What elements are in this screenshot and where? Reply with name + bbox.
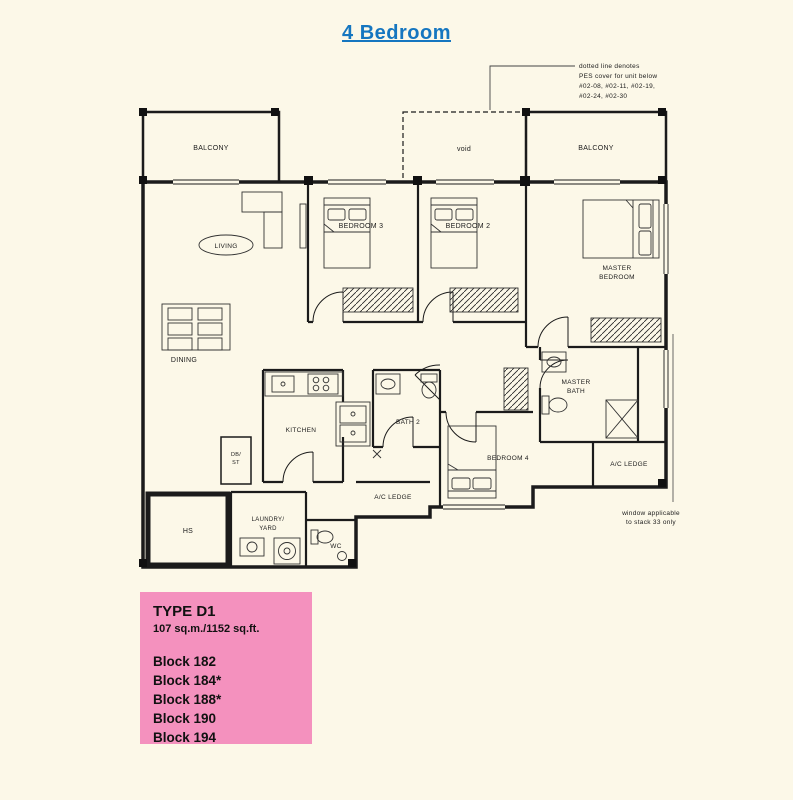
room-label-balcony-left: BALCONY — [193, 145, 229, 152]
washer-glyph — [239, 537, 301, 565]
block-list: Block 182 Block 184* Block 188* Block 19… — [153, 652, 312, 747]
room-label-bath2: BATH 2 — [396, 419, 420, 426]
pes-note-leader — [489, 65, 575, 110]
bedroom4-window — [443, 504, 505, 510]
window-note-line1: window applicable — [621, 510, 680, 517]
room-label-dining: DINING — [171, 357, 197, 364]
room-label-ac-ledge-center: A/C LEDGE — [374, 494, 412, 501]
room-labels: BALCONY void BALCONY LIVING DINING BEDRO… — [171, 145, 648, 550]
pes-note-line2: PES cover for unit below — [579, 73, 657, 80]
furniture — [161, 191, 662, 565]
master-bedroom-door — [537, 316, 569, 348]
master-bath-fixtures — [541, 351, 639, 439]
room-label-master-bedroom-1: MASTER — [603, 265, 632, 272]
bed-glyph-bedroom3 — [323, 197, 371, 269]
bed-glyph-master — [582, 199, 660, 259]
room-label-laundry-1: LAUNDRY/ — [252, 517, 285, 523]
bedroom2-window — [436, 179, 494, 185]
bedroom2-door — [422, 291, 454, 323]
room-label-void: void — [457, 146, 471, 153]
columns — [139, 108, 666, 567]
room-label-db-st-1: DB/ — [231, 452, 241, 458]
room-label-master-bath-2: BATH — [567, 388, 585, 395]
pes-note-line1: dotted line denotes — [579, 63, 640, 70]
unit-area-label: 107 sq.m./1152 sq.ft. — [153, 623, 260, 635]
balcony-left-wall — [141, 110, 281, 182]
wardrobe-bedroom2 — [449, 287, 519, 313]
room-label-master-bath-1: MASTER — [562, 379, 591, 386]
shower-glyph — [605, 399, 639, 439]
room-label-bedroom4: BEDROOM 4 — [487, 455, 529, 462]
room-label-bedroom2: BEDROOM 2 — [446, 223, 491, 230]
wardrobe-master — [590, 317, 662, 343]
windows — [173, 177, 671, 512]
unit-info-box: TYPE D1 107 sq.m./1152 sq.ft. Block 182 … — [140, 592, 312, 747]
living-label-oval — [198, 234, 254, 256]
block-item: Block 194 — [153, 730, 217, 745]
dining-table-glyph — [161, 303, 231, 351]
leader-lines — [489, 65, 674, 502]
bath2-door — [382, 416, 414, 448]
sofa-glyph — [241, 191, 307, 249]
balcony-right-wall — [524, 110, 668, 182]
floor-trap-icon — [372, 449, 382, 459]
pes-note-line4: #02-24, #02-30 — [579, 93, 627, 100]
block-item: Block 190 — [153, 711, 217, 726]
annotations: dotted line denotes PES cover for unit b… — [579, 63, 680, 526]
room-label-bedroom3: BEDROOM 3 — [339, 223, 384, 230]
entrance-door — [414, 364, 441, 401]
bath2-fixtures — [372, 373, 438, 459]
bedroom3-door — [312, 291, 344, 323]
room-label-master-bedroom-2: BEDROOM — [599, 274, 635, 281]
master-bath-door — [539, 359, 569, 389]
wc-fixtures — [310, 529, 347, 561]
room-label-ac-ledge-right: A/C LEDGE — [610, 461, 648, 468]
bedroom4-door — [445, 411, 477, 443]
room-label-kitchen: KITCHEN — [286, 427, 317, 434]
window-note-line2: to stack 33 only — [626, 519, 676, 526]
kitchen-door — [282, 451, 314, 483]
page-title[interactable]: 4 Bedroom — [342, 22, 451, 44]
outer-wall — [141, 180, 668, 569]
master-bath-window — [663, 350, 669, 408]
master-bedroom-window — [663, 204, 669, 274]
room-label-balcony-right: BALCONY — [578, 145, 614, 152]
kitchen-counter-glyph — [264, 371, 371, 447]
bed-glyph-bedroom4 — [447, 425, 497, 499]
living-balcony-door — [173, 179, 239, 185]
block-item: Block 188* — [153, 692, 222, 707]
wardrobe-hall — [503, 367, 529, 411]
room-label-wc: WC — [330, 543, 341, 550]
bedroom3-window — [328, 179, 386, 185]
floor-plan-svg: BALCONY void BALCONY LIVING DINING BEDRO… — [139, 63, 680, 569]
pes-note-line3: #02-08, #02-11, #02-19, — [579, 83, 655, 90]
master-balcony-door — [554, 179, 620, 185]
unit-type-label: TYPE D1 — [153, 603, 216, 620]
block-item: Block 184* — [153, 673, 222, 688]
room-label-hs: HS — [183, 528, 193, 535]
room-label-laundry-2: YARD — [259, 526, 277, 532]
wardrobe-bedroom3 — [342, 287, 414, 313]
room-label-living: LIVING — [214, 243, 237, 250]
db-st-closet — [220, 436, 252, 485]
household-shelter-wall — [145, 491, 231, 568]
bed-glyph-bedroom2 — [430, 197, 478, 269]
block-item: Block 182 — [153, 654, 217, 669]
room-label-db-st-2: ST — [232, 460, 240, 466]
floor-plan: BALCONY void BALCONY LIVING DINING BEDRO… — [128, 52, 698, 592]
